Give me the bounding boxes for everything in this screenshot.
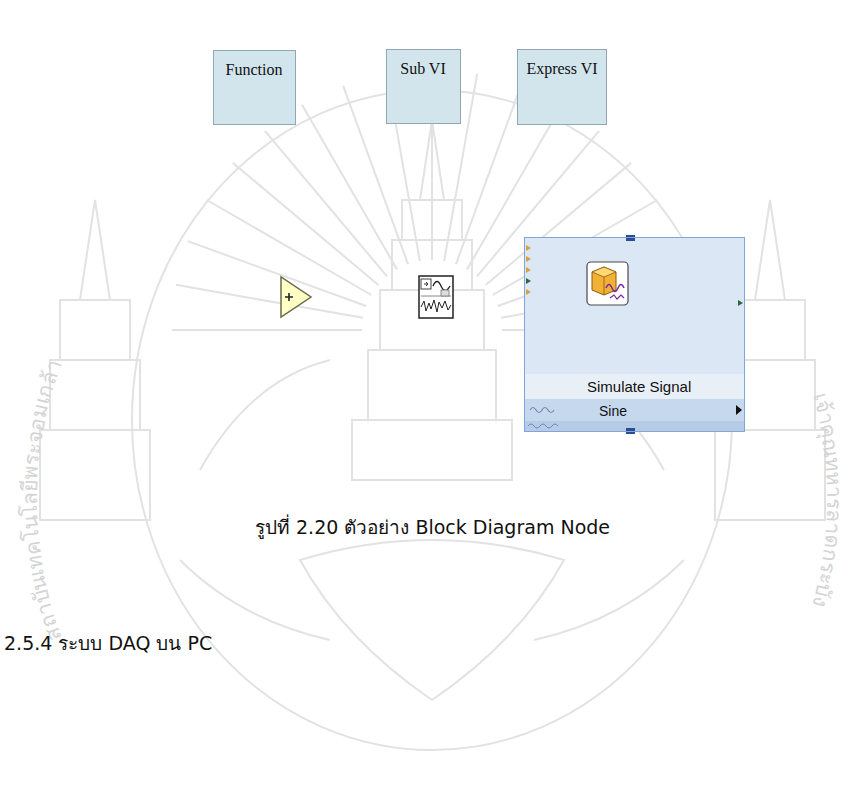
node-title: Function: [214, 51, 295, 79]
illustration-part: [281, 277, 311, 317]
illustration-part: [626, 428, 635, 434]
pagoda-tier: [352, 420, 512, 480]
illustration-part: [524, 399, 745, 421]
illustration-part: [526, 267, 531, 273]
illustration-part: [526, 278, 531, 284]
illustration-part: [528, 424, 558, 428]
illustration-part: [736, 405, 742, 415]
illustration-part: [526, 289, 531, 295]
illustration-part: [421, 279, 431, 289]
illustration-part: [606, 285, 624, 292]
sun-ray: [176, 285, 363, 318]
illustration-part: [526, 245, 531, 251]
illustration-part: [524, 237, 745, 432]
illustration-part: [587, 262, 628, 305]
section-heading: 2.5.4 ระบบ DAQ บน PC: [4, 628, 212, 658]
pagoda-spire: [420, 120, 444, 200]
sun-ray: [265, 131, 387, 277]
subvi-box: Sub VI: [386, 49, 461, 124]
node-title: Sub VI: [387, 50, 460, 78]
side-spire: [755, 200, 785, 300]
sun-ray: [207, 200, 372, 295]
sun-ray: [302, 105, 397, 270]
express-vi-node: Simulate SignalSine: [524, 237, 745, 432]
illustration-part: [285, 293, 293, 301]
illustration-part: [530, 408, 554, 413]
emblem-flourish: [180, 560, 684, 640]
pagoda-tier: [402, 200, 462, 240]
illustration-part: [592, 267, 616, 295]
illustration-part: สถาบันเทคโนโลยีพระจอมเกล้า: [18, 356, 66, 644]
illustration-part: [610, 295, 624, 299]
illustration-part: [626, 235, 635, 241]
express-vi-frame: [524, 235, 745, 434]
function-box: Function: [213, 50, 296, 125]
illustration-part: [419, 276, 453, 318]
watermark-text: สถาบันเทคโนโลยีพระจอมเกล้า: [18, 356, 66, 644]
illustration-part: [592, 267, 616, 277]
node-title: Express VI: [518, 50, 606, 78]
side-pagoda: [735, 300, 805, 360]
sun-ray: [188, 241, 367, 306]
watermark-text: เจ้าคุณทหารลาดกระบัง: [808, 390, 846, 609]
emblem-base: [300, 540, 564, 700]
illustration-part: [441, 290, 449, 296]
express-vi-box: Express VI: [517, 49, 607, 125]
block-label: Sine: [599, 401, 627, 421]
side-spire: [80, 200, 110, 300]
illustration-part: [421, 300, 451, 312]
sun-ray: [172, 329, 362, 331]
illustration-part: [738, 300, 743, 306]
illustration-part: [604, 277, 605, 295]
illustration-part: เจ้าคุณทหารลาดกระบัง: [808, 390, 846, 609]
side-pagoda: [715, 430, 825, 520]
side-pagoda: [60, 300, 130, 360]
illustration-part: [424, 282, 428, 286]
side-pagoda: [40, 430, 150, 520]
figure-caption: รูปที่ 2.20 ตัวอย่าง Block Diagram Node: [0, 512, 865, 542]
illustration-part: [526, 256, 531, 262]
subvi-icon: [419, 276, 453, 318]
illustration-part: [433, 282, 450, 291]
sun-ray: [233, 163, 379, 285]
sun-ray: [456, 86, 521, 265]
add-function-icon: [281, 277, 311, 317]
illustration-part: [524, 374, 745, 399]
pagoda-tier: [368, 350, 496, 420]
block-label: Simulate Signal: [587, 377, 691, 397]
